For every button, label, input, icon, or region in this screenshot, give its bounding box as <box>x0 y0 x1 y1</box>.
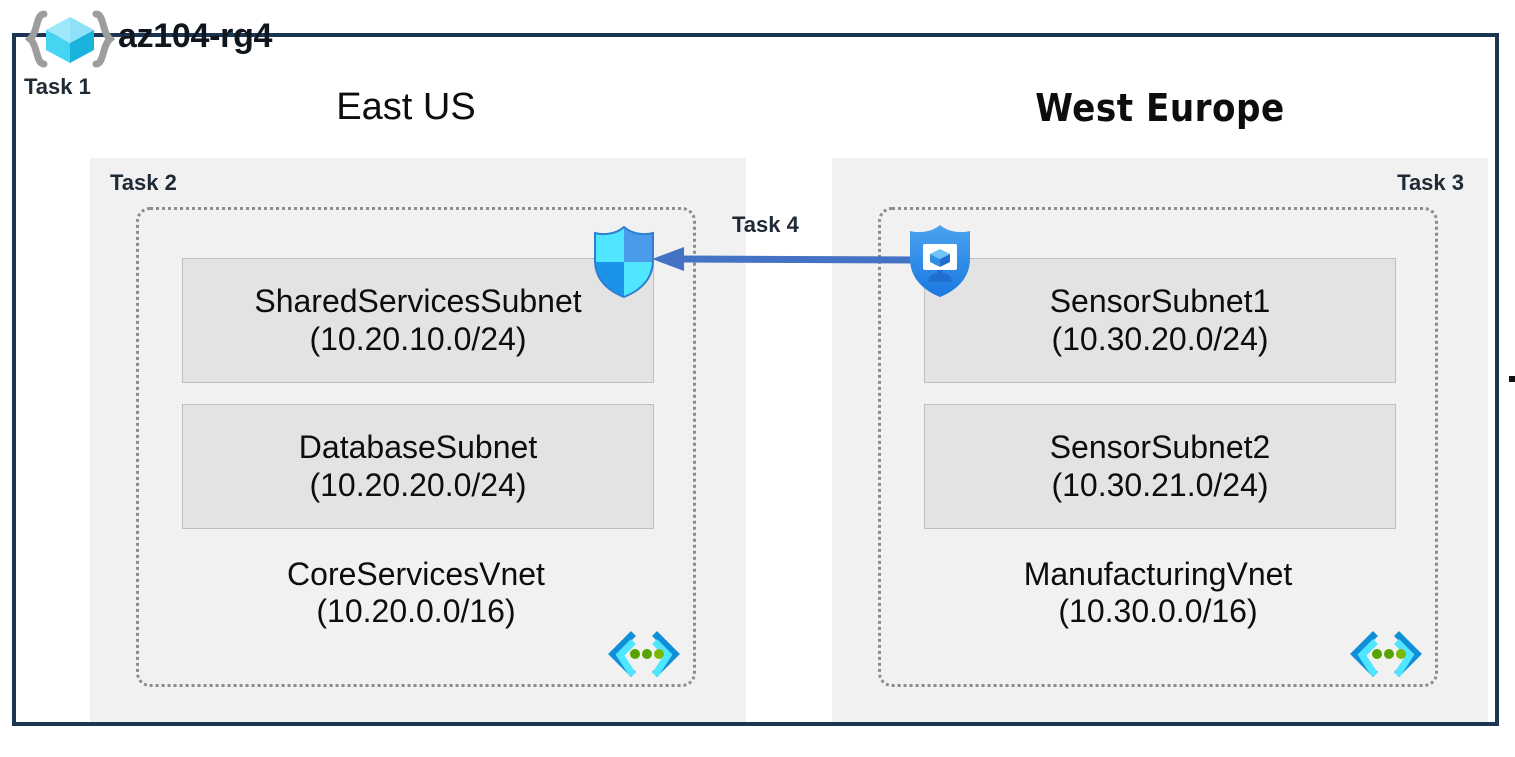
resource-group-frame <box>12 33 1499 726</box>
resource-group-name: az104-rg4 <box>118 17 273 55</box>
subnet-databasesubnet: DatabaseSubnet (10.20.20.0/24) <box>182 404 654 529</box>
vnet-box-coreservicesvnet: SharedServicesSubnet (10.20.10.0/24) Dat… <box>136 207 696 687</box>
task-4-label: Task 4 <box>732 212 799 237</box>
azure-bastion-shield-icon <box>906 224 974 298</box>
resource-group-cube-icon <box>22 8 118 70</box>
subnet-name: SharedServicesSubnet <box>254 283 582 320</box>
subnet-sensorsubnet1: SensorSubnet1 (10.30.20.0/24) <box>924 258 1396 383</box>
region-title-west-europe: West Europe <box>1035 86 1285 130</box>
vnet-box-manufacturingvnet: SensorSubnet1 (10.30.20.0/24) SensorSubn… <box>878 207 1438 687</box>
subnet-sharedservicessubnet: SharedServicesSubnet (10.20.10.0/24) <box>182 258 654 383</box>
vnet-name: CoreServicesVnet <box>287 556 545 592</box>
vnet-cidr: (10.30.0.0/16) <box>1058 593 1258 630</box>
vnet-caption-coreservicesvnet: CoreServicesVnet (10.20.0.0/16) <box>139 556 693 630</box>
subnet-cidr: (10.30.20.0/24) <box>1051 320 1269 357</box>
task-2-label: Task 2 <box>110 170 177 195</box>
vnet-name: ManufacturingVnet <box>1023 556 1293 592</box>
subnet-name: DatabaseSubnet <box>298 429 538 466</box>
vnet-cidr: (10.20.0.0/16) <box>316 593 516 630</box>
subnet-cidr: (10.20.10.0/24) <box>309 320 527 357</box>
subnet-cidr: (10.30.21.0/24) <box>1051 466 1269 503</box>
left-arrow-icon <box>652 245 917 273</box>
network-security-group-shield-icon <box>591 225 657 299</box>
task-1-label: Task 1 <box>24 74 91 99</box>
region-title-east-us: East US <box>336 86 476 128</box>
edge-artifact-mark <box>1509 376 1515 382</box>
resource-group-title-notch <box>38 59 358 83</box>
region-box-east-us: Task 2 SharedServicesSubnet (10.20.10.0/… <box>90 158 746 722</box>
task-3-label: Task 3 <box>1397 170 1464 195</box>
vnet-caption-manufacturingvnet: ManufacturingVnet (10.30.0.0/16) <box>881 556 1435 630</box>
subnet-cidr: (10.20.20.0/24) <box>309 466 527 503</box>
subnet-name: SensorSubnet2 <box>1049 429 1271 466</box>
virtual-network-icon <box>607 630 681 678</box>
subnet-sensorsubnet2: SensorSubnet2 (10.30.21.0/24) <box>924 404 1396 529</box>
subnet-name: SensorSubnet1 <box>1049 283 1271 320</box>
virtual-network-icon <box>1349 630 1423 678</box>
